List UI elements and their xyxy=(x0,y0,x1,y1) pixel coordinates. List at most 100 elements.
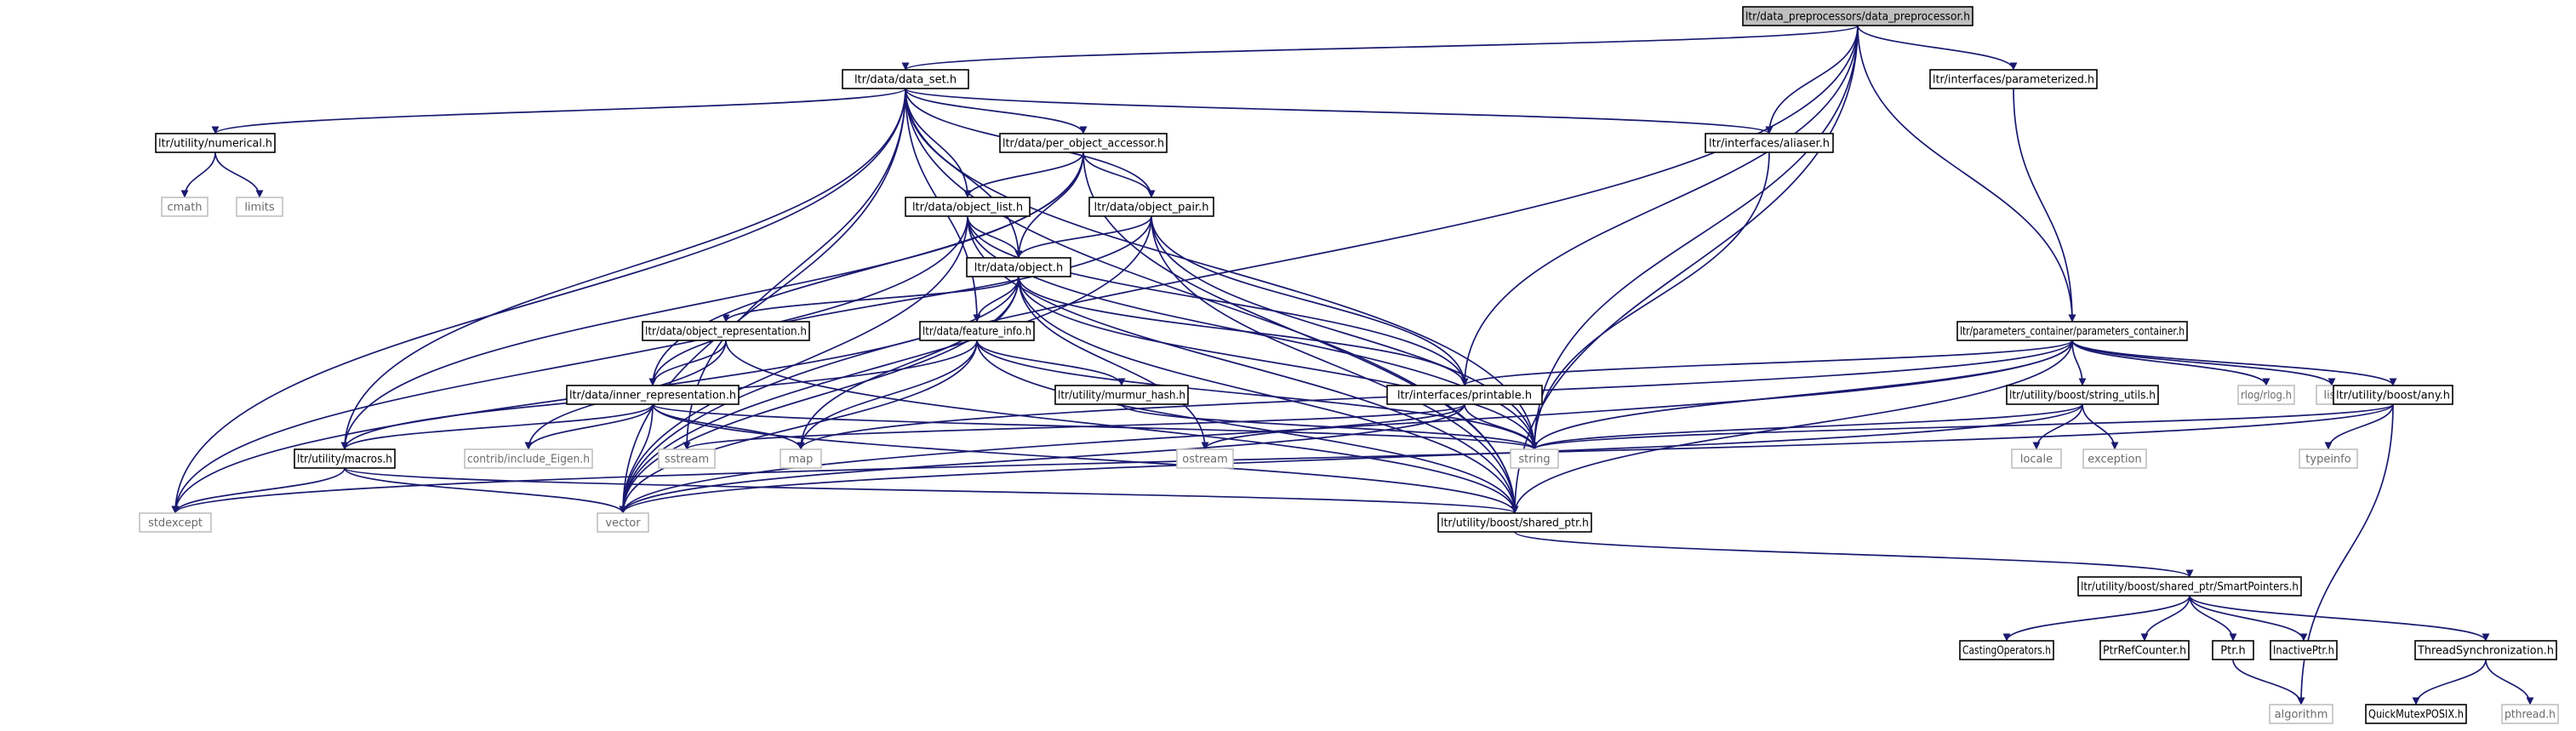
node-root[interactable]: ltr/data_preprocessors/data_preprocessor… xyxy=(1742,6,1973,26)
edge-object_representation-to-inner_representation xyxy=(648,340,727,386)
node-any[interactable]: ltr/utility/boost/any.h xyxy=(2333,385,2453,405)
edge-per_object_accessor-to-object_pair xyxy=(1082,151,1156,198)
node-box xyxy=(1510,448,1559,469)
edge-root-to-shared_ptr xyxy=(1511,25,1859,514)
edge-printable-to-ostream xyxy=(1201,403,1465,450)
node-box xyxy=(1959,640,2054,660)
edge-macros-to-shared_ptr xyxy=(344,467,1519,514)
edge-string_utils-to-vector xyxy=(619,403,2083,514)
node-murmur-hash[interactable]: ltr/utility/murmur_hash.h xyxy=(1054,385,1189,405)
edge-parameters_container-to-string xyxy=(1530,340,2073,450)
node-box xyxy=(1054,385,1189,405)
node-label: vector xyxy=(605,517,641,530)
edge-data_set-to-per_object_accessor xyxy=(905,88,1088,134)
node-box xyxy=(236,197,283,217)
node-data-set[interactable]: ltr/data/data_set.h xyxy=(842,69,969,89)
edge-per_object_accessor-to-object_list xyxy=(963,151,1084,198)
edge-thread_sync-to-quick_mutex xyxy=(2412,659,2487,705)
edge-object-to-printable xyxy=(1018,276,1469,386)
node-ptr[interactable]: Ptr.h xyxy=(2212,640,2254,660)
node-box xyxy=(2082,448,2147,469)
node-shared-ptr[interactable]: ltr/utility/boost/shared_ptr.h xyxy=(1437,512,1592,533)
node-object-representation[interactable]: ltr/data/object_representation.h xyxy=(642,321,810,341)
node-box xyxy=(566,385,740,405)
node-object[interactable]: ltr/data/object.h xyxy=(966,257,1071,277)
node-box xyxy=(1386,385,1543,405)
edge-object_pair-to-vector xyxy=(619,215,1152,514)
node-label: ltr/data/inner_representation.h xyxy=(569,390,736,403)
edge-data_set-to-string xyxy=(905,88,1539,450)
node-box xyxy=(905,197,1031,217)
node-printable[interactable]: ltr/interfaces/printable.h xyxy=(1386,385,1543,405)
node-vector: vector xyxy=(597,512,649,533)
node-thread-sync[interactable]: ThreadSynchronization.h xyxy=(2414,640,2557,660)
node-locale: locale xyxy=(2011,448,2062,469)
edge-root-to-aliaser xyxy=(1765,25,1859,134)
node-label: ThreadSynchronization.h xyxy=(2417,645,2554,658)
node-label: ltr/utility/boost/any.h xyxy=(2336,390,2450,403)
edge-smart_pointers-to-thread_sync xyxy=(2189,595,2490,642)
edge-object-to-object_representation xyxy=(722,276,1020,323)
edge-parameters_container-to-list xyxy=(2071,340,2336,386)
node-macros[interactable]: ltr/utility/macros.h xyxy=(294,448,396,469)
edge-parameters_container-to-rlog xyxy=(2071,340,2270,386)
edge-data_set-to-vector xyxy=(619,88,906,514)
edges xyxy=(171,25,2534,705)
edge-object_pair-to-object xyxy=(1014,215,1152,259)
node-parameters-container[interactable]: ltr/parameters_container/parameters_cont… xyxy=(1956,321,2188,341)
edge-object_pair-to-string xyxy=(1151,215,1539,450)
node-object-list[interactable]: ltr/data/object_list.h xyxy=(905,197,1031,217)
node-casting-operators[interactable]: CastingOperators.h xyxy=(1959,640,2054,660)
node-label: rlog/rlog.h xyxy=(2241,390,2292,403)
node-typeinfo: typeinfo xyxy=(2299,448,2358,469)
edge-numerical-to-cmath xyxy=(180,151,216,198)
node-label: cmath xyxy=(167,202,202,214)
node-label: map xyxy=(789,454,814,466)
node-box xyxy=(2011,448,2062,469)
node-label: limits xyxy=(244,202,275,214)
edge-parameters_container-to-any xyxy=(2071,340,2397,386)
node-label: ltr/utility/boost/shared_ptr/SmartPointe… xyxy=(2081,581,2299,594)
node-per-object-accessor[interactable]: ltr/data/per_object_accessor.h xyxy=(999,133,1168,153)
node-aliaser[interactable]: ltr/interfaces/aliaser.h xyxy=(1705,133,1834,153)
node-parameterized[interactable]: ltr/interfaces/parameterized.h xyxy=(1929,69,2098,89)
node-box xyxy=(2006,385,2159,405)
node-box xyxy=(1929,69,2098,89)
edge-data_set-to-macros xyxy=(340,88,906,450)
edge-object-to-shared_ptr xyxy=(1018,276,1519,514)
node-string-utils[interactable]: ltr/utility/boost/string_utils.h xyxy=(2006,385,2159,405)
node-box xyxy=(2333,385,2453,405)
edge-object_pair-to-inner_representation xyxy=(648,215,1152,386)
node-box xyxy=(2099,640,2190,660)
node-box xyxy=(1437,512,1592,533)
node-box xyxy=(642,321,810,341)
node-quick-mutex[interactable]: QuickMutexPOSIX.h xyxy=(2365,704,2467,724)
node-rlog: rlog/rlog.h xyxy=(2237,385,2295,405)
node-label: ltr/interfaces/printable.h xyxy=(1397,390,1532,403)
edge-per_object_accessor-to-shared_ptr xyxy=(1082,151,1519,514)
edge-root-to-parameterized xyxy=(1857,25,2018,71)
node-feature-info[interactable]: ltr/data/feature_info.h xyxy=(919,321,1035,341)
node-ptr-ref-counter[interactable]: PtrRefCounter.h xyxy=(2099,640,2190,660)
edge-smart_pointers-to-inactive_ptr xyxy=(2189,595,2308,642)
node-label: algorithm xyxy=(2275,709,2328,722)
node-label: ltr/interfaces/aliaser.h xyxy=(1709,138,1830,151)
edge-parameters_container-to-string_utils xyxy=(2071,340,2087,386)
node-label: ltr/utility/boost/shared_ptr.h xyxy=(1441,517,1589,530)
node-numerical[interactable]: ltr/utility/numerical.h xyxy=(155,133,276,153)
node-box xyxy=(139,512,212,533)
node-label: ltr/data/object.h xyxy=(974,262,1064,275)
node-inner-representation[interactable]: ltr/data/inner_representation.h xyxy=(566,385,740,405)
node-object-pair[interactable]: ltr/data/object_pair.h xyxy=(1088,197,1214,217)
node-box xyxy=(1176,448,1234,469)
edge-root-to-data_set xyxy=(901,25,1859,71)
edge-per_object_accessor-to-macros xyxy=(340,151,1084,450)
node-inactive-ptr[interactable]: InactivePtr.h xyxy=(2270,640,2338,660)
edge-inner_representation-to-shared_ptr xyxy=(652,403,1519,514)
node-label: string xyxy=(1518,454,1550,466)
node-smart-pointers[interactable]: ltr/utility/boost/shared_ptr/SmartPointe… xyxy=(2077,576,2302,597)
node-label: ltr/data/data_set.h xyxy=(854,74,957,87)
node-label: ltr/interfaces/parameterized.h xyxy=(1933,74,2094,87)
node-box xyxy=(999,133,1168,153)
node-label: ltr/utility/murmur_hash.h xyxy=(1058,390,1185,403)
